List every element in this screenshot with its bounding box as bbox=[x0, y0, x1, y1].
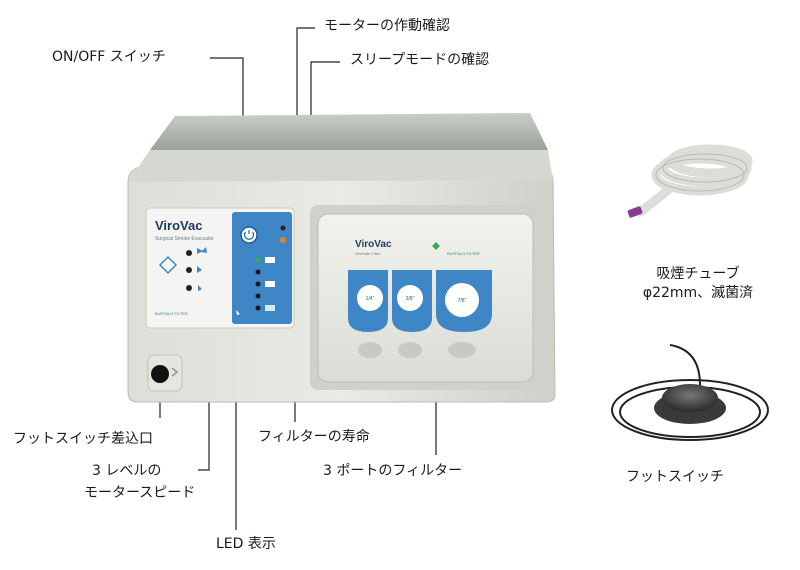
suction-tube-coil-shade bbox=[655, 153, 748, 192]
motor-indicator-led bbox=[280, 225, 286, 231]
power-button[interactable] bbox=[240, 226, 258, 244]
callout-sleep-mode-check: スリープモードの確認 bbox=[350, 52, 490, 68]
filter-life-led-2 bbox=[255, 281, 261, 287]
device-top-cover bbox=[150, 113, 548, 150]
led-filter-icon-2 bbox=[265, 281, 275, 287]
filter-brand-sub: ViroSafe Filter bbox=[355, 251, 381, 256]
speed-button-2[interactable] bbox=[186, 267, 192, 273]
callout-motor-check: モーターの作動確認 bbox=[324, 18, 450, 34]
suction-tube-coil bbox=[635, 144, 753, 217]
filter-life-led-3 bbox=[255, 293, 261, 299]
port-size-label-2: 3/8" bbox=[406, 296, 415, 302]
filter-port-large[interactable] bbox=[445, 283, 479, 317]
fan-icon-low bbox=[198, 285, 202, 291]
sleep-indicator-led bbox=[280, 237, 286, 243]
port-size-label-3: 7/8" bbox=[458, 298, 467, 304]
fan-icon-mid bbox=[197, 266, 202, 273]
port-size-label-1: 1/4" bbox=[366, 296, 375, 302]
port-finger-notch-1 bbox=[358, 342, 382, 358]
led-indicator-green bbox=[255, 257, 261, 263]
callout-on-off-switch: ON/OFF スイッチ bbox=[52, 49, 166, 65]
speed-button-1[interactable] bbox=[186, 250, 192, 256]
maker-logo: BUFFALO FILTER bbox=[155, 311, 188, 316]
device-brand: ViroVac bbox=[155, 218, 202, 233]
callout-motor-speed-line2: モータースピード bbox=[84, 485, 196, 501]
foot-switch-port[interactable] bbox=[151, 365, 169, 383]
callout-three-port-filter: 3 ポートのフィルター bbox=[323, 463, 463, 479]
chevron-right-icon bbox=[171, 367, 179, 377]
filter-maker-logo: BUFFALO FILTER bbox=[447, 251, 480, 256]
filter-port-small-2[interactable] bbox=[397, 285, 423, 311]
callout-led-display: LED 表示 bbox=[216, 536, 276, 552]
foot-switch-pedal[interactable] bbox=[662, 384, 718, 412]
led-filter-icon-3 bbox=[265, 305, 275, 311]
tube-tip bbox=[627, 206, 643, 218]
callout-motor-speed-line1: 3 レベルの bbox=[92, 463, 162, 479]
callout-foot-switch-port: フットスイッチ差込口 bbox=[13, 431, 153, 447]
callout-tube-name: 吸煙チューブ bbox=[656, 266, 740, 282]
speed-button-3[interactable] bbox=[186, 285, 192, 291]
maker-logo-icon bbox=[432, 242, 440, 250]
port-finger-notch-2 bbox=[398, 342, 422, 358]
port-finger-notch-3 bbox=[448, 342, 476, 358]
device-brand-sub: Surgical Smoke Evacuator bbox=[155, 236, 214, 242]
device-logo-icon bbox=[158, 255, 178, 275]
filter-life-led-4 bbox=[255, 305, 261, 311]
filter-life-led-1 bbox=[255, 269, 261, 275]
sleep-icon bbox=[236, 310, 240, 315]
callout-tube-spec: φ22mm、滅菌済 bbox=[642, 285, 754, 301]
filter-brand: ViroVac bbox=[355, 239, 392, 250]
filter-port-small-1[interactable] bbox=[357, 285, 383, 311]
callout-foot-switch: フットスイッチ bbox=[626, 469, 724, 485]
led-filter-icon-1 bbox=[265, 257, 275, 263]
fan-icon-high bbox=[197, 247, 207, 254]
callout-filter-life: フィルターの寿命 bbox=[258, 429, 370, 445]
power-icon bbox=[243, 230, 255, 240]
